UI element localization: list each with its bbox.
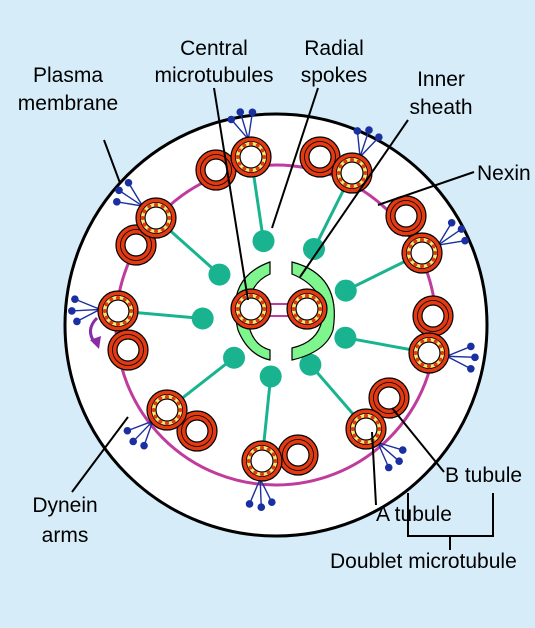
dynein-arm xyxy=(446,342,479,373)
b-tubule xyxy=(176,410,218,452)
label-a-tubule: A tubule xyxy=(376,503,452,526)
a-tubule xyxy=(135,197,177,239)
a-tubule xyxy=(331,152,373,194)
dynein-arm xyxy=(227,108,257,140)
label-radial-2: spokes xyxy=(301,64,368,87)
label-plasma-2: membrane xyxy=(18,92,118,115)
label-pointers xyxy=(71,87,494,550)
pointer-line xyxy=(371,431,377,506)
spoke-head xyxy=(334,279,357,302)
a-tubule xyxy=(408,332,450,374)
pointer-line xyxy=(103,139,121,184)
curved-arrow-icon xyxy=(89,316,101,349)
pointer-line xyxy=(377,171,475,206)
b-tubule xyxy=(368,377,410,419)
pointer-line xyxy=(213,87,249,301)
a-tubule xyxy=(345,408,387,450)
b-tubule xyxy=(412,295,454,337)
a-tubule xyxy=(97,290,139,332)
label-b-tubule: B tubule xyxy=(445,464,522,487)
label-dynein-2: arms xyxy=(42,524,89,547)
a-tubule xyxy=(230,136,272,178)
pointer-line xyxy=(71,416,129,493)
label-inner-1: Inner xyxy=(417,68,465,91)
b-tubule xyxy=(385,195,427,237)
spoke-head xyxy=(252,230,275,253)
spoke-head xyxy=(259,365,282,388)
dynein-arm xyxy=(113,178,144,207)
spoke-head xyxy=(334,326,357,349)
a-tubule xyxy=(146,389,188,431)
a-tubule xyxy=(401,232,443,274)
label-doublet: Doublet microtubule xyxy=(330,550,517,573)
label-central-2: microtubules xyxy=(154,64,273,87)
central-microtubule xyxy=(286,288,328,330)
central-microtubule xyxy=(230,288,272,330)
dynein-arm xyxy=(123,420,154,450)
spoke-head xyxy=(299,353,322,376)
label-central-1: Central xyxy=(180,37,248,60)
dynein-arm xyxy=(245,478,276,511)
dynein-arm xyxy=(353,126,383,158)
label-inner-2: sheath xyxy=(409,96,472,119)
spoke-head xyxy=(208,263,231,286)
label-radial-1: Radial xyxy=(304,37,364,60)
pointer-line xyxy=(391,407,445,473)
pointer-line xyxy=(299,119,409,278)
label-nexin: Nexin xyxy=(477,162,531,185)
spoke-head xyxy=(223,346,246,369)
spoke-head xyxy=(302,238,325,261)
dynein-arm xyxy=(437,218,469,246)
spoke-head xyxy=(191,307,214,330)
b-tubule xyxy=(299,136,341,178)
a-tubule xyxy=(241,440,283,482)
label-dynein-1: Dynein xyxy=(32,494,97,517)
b-tubule xyxy=(107,329,149,371)
pointer-line xyxy=(271,87,319,229)
b-tubule xyxy=(277,434,319,476)
microtubules xyxy=(97,136,454,482)
label-plasma-1: Plasma xyxy=(33,64,103,87)
dynein-arm xyxy=(377,441,407,472)
dynein-arm xyxy=(68,295,101,326)
dynein-arms xyxy=(68,108,479,511)
